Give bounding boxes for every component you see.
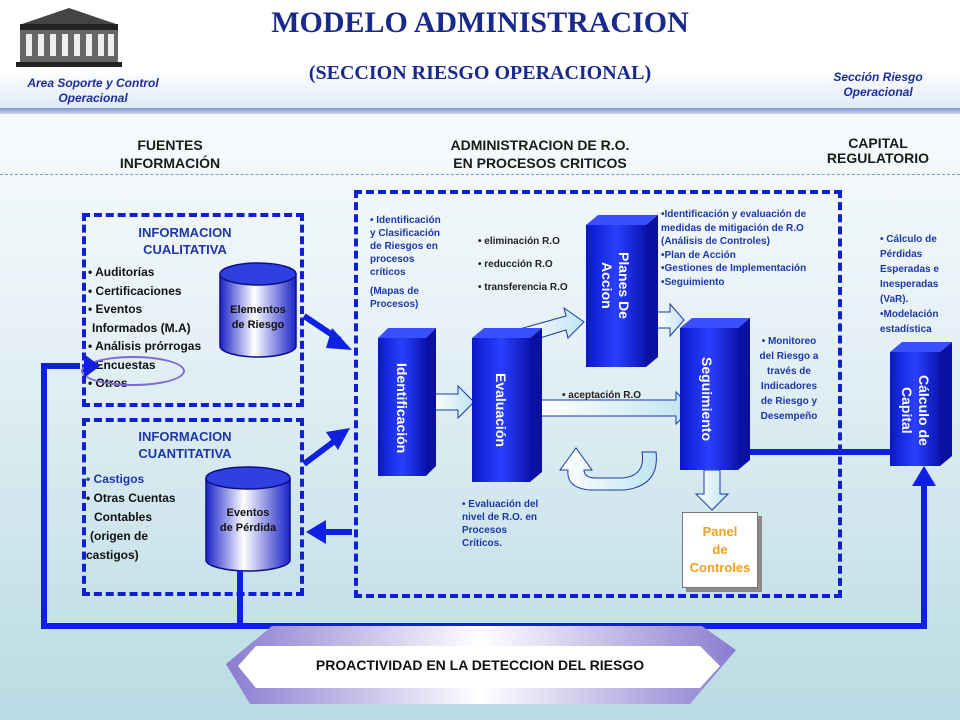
planes-box xyxy=(586,215,658,367)
header-band xyxy=(0,0,960,108)
capital-label: Cálculo de Capital xyxy=(899,374,932,446)
eventos-cylinder xyxy=(205,466,291,572)
list-item: Contables xyxy=(94,510,153,524)
proactividad-banner: PROACTIVIDAD EN LA DETECCION DEL RIESGO xyxy=(315,657,645,673)
column-heading-administracion: ADMINISTRACION DE R.O.EN PROCESOS CRITIC… xyxy=(450,137,630,171)
header-rule xyxy=(0,108,960,114)
note-aceptacion: • aceptación R.O xyxy=(562,390,642,401)
list-item: castigos) xyxy=(86,548,139,562)
highlight-ellipse xyxy=(81,356,185,386)
list-item: • Auditorías xyxy=(88,265,155,279)
administracion-box xyxy=(354,190,842,598)
evaluacion-box xyxy=(472,328,542,482)
heading-divider xyxy=(0,174,960,175)
list-item: • Certificaciones xyxy=(88,283,182,298)
note-acciones: • eliminación R.O• reducción R.O• transf… xyxy=(478,236,568,293)
list-item: (origen de xyxy=(90,529,149,543)
evaluacion-label: Evaluación xyxy=(493,373,509,447)
seguimiento-label: Seguimiento xyxy=(699,356,715,441)
capital-box xyxy=(890,342,952,466)
list-item: • Análisis prórrogas xyxy=(88,339,202,353)
seguimiento-box xyxy=(680,318,750,470)
identificacion-label: Identificación xyxy=(394,362,410,454)
list-item: Informados (M.A) xyxy=(92,320,191,335)
building-logo-icon xyxy=(14,4,124,68)
cuantitativa-box xyxy=(82,418,304,596)
planes-label: Planes De Accion xyxy=(599,251,632,319)
list-item: • Eventos xyxy=(88,302,143,316)
identificacion-box xyxy=(378,328,436,476)
elementos-cylinder xyxy=(219,262,297,358)
list-item: • Otras Cuentas xyxy=(86,491,176,505)
cuantitativa-list: • Castigos • Otras Cuentas Contables (or… xyxy=(86,470,206,565)
page-subtitle: (SECCION RIESGO OPERACIONAL) xyxy=(308,62,652,84)
page-title: MODELO ADMINISTRACION xyxy=(271,6,689,39)
cualitativa-box xyxy=(82,213,304,407)
list-item: • Castigos xyxy=(86,472,145,486)
